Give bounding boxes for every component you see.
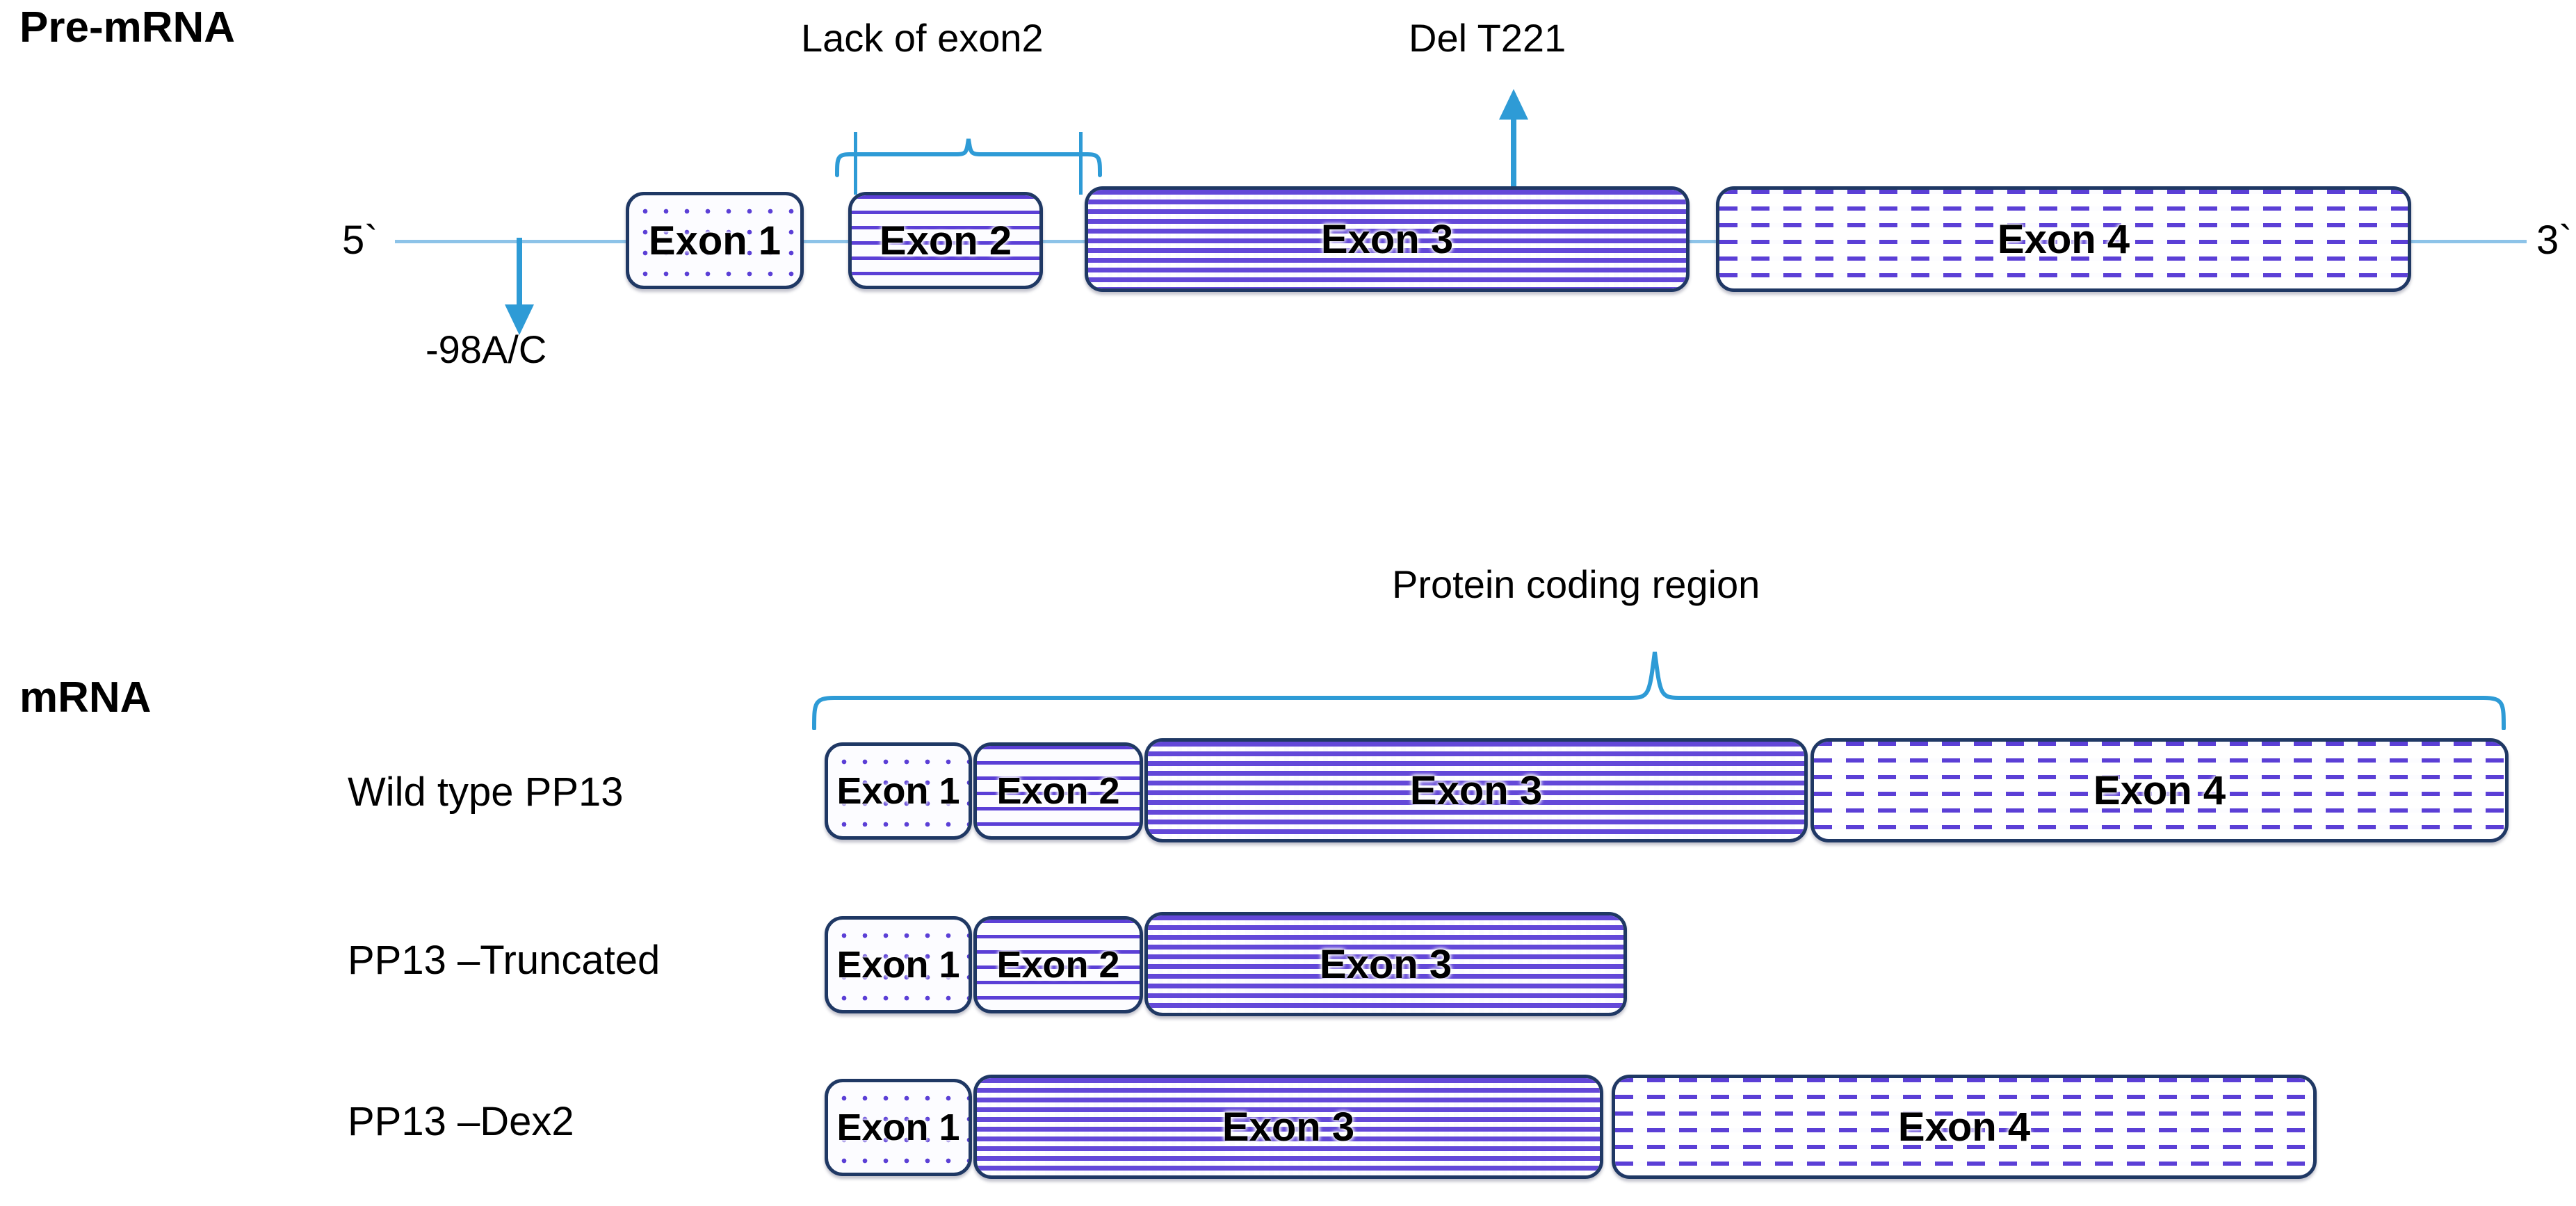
pattern-horizontal-lines <box>977 746 1140 836</box>
arrow-down-minus98ac <box>494 236 549 341</box>
wildtype-exon-4-label: Exon 4 <box>2093 767 2226 813</box>
wildtype-exon-1-box[interactable]: Exon 1 <box>825 742 972 840</box>
annotation-minus98ac: -98A/C <box>426 327 547 371</box>
premrna-exon-1-box[interactable]: Exon 1 <box>626 192 804 289</box>
annotation-del-t221: Del T221 <box>1409 16 1566 60</box>
brace-lack-of-exon2 <box>833 104 1104 177</box>
wildtype-exon-3-label: Exon 3 <box>1409 767 1543 813</box>
arrow-up-del-t221-svg <box>1499 89 1528 193</box>
premrna-exon-3-box[interactable]: Exon 3 <box>1085 186 1690 292</box>
premrna-exon-4-box[interactable]: Exon 4 <box>1716 186 2411 292</box>
backbone-line-right <box>2408 240 2527 243</box>
wildtype-exon-2-box[interactable]: Exon 2 <box>973 742 1143 840</box>
truncated-exon-3-box[interactable]: Exon 3 <box>1144 912 1627 1016</box>
truncated-exon-2-box[interactable]: Exon 2 <box>973 916 1143 1013</box>
dex2-exon-4-label: Exon 4 <box>1897 1104 2031 1150</box>
pattern-speckle <box>1088 190 1686 288</box>
premrna-exon-2-label: Exon 2 <box>879 218 1012 263</box>
annotation-protein-coding-region: Protein coding region <box>1392 562 1760 606</box>
transcript-label-pp13-truncated: PP13 –Truncated <box>348 938 661 983</box>
backbone-line-left <box>395 240 631 243</box>
wildtype-exon-1-label: Exon 1 <box>836 770 960 812</box>
wildtype-exon-2-label: Exon 2 <box>996 770 1120 812</box>
wildtype-exon-3-box[interactable]: Exon 3 <box>1144 738 1808 842</box>
pattern-horizontal-lines <box>977 920 1140 1010</box>
dex2-exon-1-label: Exon 1 <box>836 1107 960 1148</box>
pattern-dashed-lines <box>1719 190 2408 288</box>
pattern-dots <box>828 746 969 836</box>
page-title-mrna: mRNA <box>19 674 152 722</box>
label-five-prime: 5` <box>342 218 378 263</box>
label-three-prime: 3` <box>2536 218 2573 263</box>
pattern-dots <box>629 195 800 286</box>
brace-leg-right <box>1079 132 1083 195</box>
brace-lack-of-exon2-svg <box>835 138 1102 177</box>
premrna-exon-1-label: Exon 1 <box>648 218 781 263</box>
truncated-exon-1-box[interactable]: Exon 1 <box>825 916 972 1013</box>
truncated-exon-2-label: Exon 2 <box>996 944 1120 986</box>
transcript-label-pp13-dex2: PP13 –Dex2 <box>348 1099 574 1144</box>
backbone-connector-e2-e3 <box>1039 240 1087 243</box>
pattern-dashed-lines <box>1814 742 2505 839</box>
pattern-dots <box>828 920 969 1010</box>
dex2-exon-4-box[interactable]: Exon 4 <box>1612 1075 2317 1179</box>
dex2-exon-1-box[interactable]: Exon 1 <box>825 1079 972 1176</box>
dex2-exon-3-label: Exon 3 <box>1222 1104 1355 1150</box>
truncated-exon-1-label: Exon 1 <box>836 944 960 986</box>
dex2-exon-3-box[interactable]: Exon 3 <box>973 1075 1603 1179</box>
pattern-speckle <box>977 1078 1600 1175</box>
truncated-exon-3-label: Exon 3 <box>1319 941 1452 987</box>
brace-protein-coding-region-svg <box>812 651 2506 731</box>
backbone-connector-e3-e4 <box>1685 240 1720 243</box>
wildtype-exon-4-box[interactable]: Exon 4 <box>1811 738 2509 842</box>
annotation-lack-of-exon2: Lack of exon2 <box>801 16 1044 60</box>
arrow-down-minus98ac-svg <box>505 238 534 335</box>
pattern-dashed-lines <box>1615 1078 2313 1175</box>
arrow-up-del-t221 <box>1488 83 1544 195</box>
page-title-pre-mrna: Pre-mRNA <box>19 3 236 51</box>
backbone-connector-e1-e2 <box>801 240 851 243</box>
pattern-horizontal-lines <box>852 195 1039 286</box>
premrna-exon-3-label: Exon 3 <box>1320 216 1454 262</box>
transcript-label-wild-type-pp13: Wild type PP13 <box>348 769 624 815</box>
pattern-dots <box>828 1082 969 1173</box>
brace-leg-left <box>854 132 857 195</box>
premrna-exon-2-box[interactable]: Exon 2 <box>848 192 1043 289</box>
pattern-speckle <box>1148 742 1804 839</box>
pattern-speckle <box>1148 915 1623 1013</box>
premrna-exon-4-label: Exon 4 <box>1997 216 2130 262</box>
brace-protein-coding-region <box>811 639 2507 731</box>
